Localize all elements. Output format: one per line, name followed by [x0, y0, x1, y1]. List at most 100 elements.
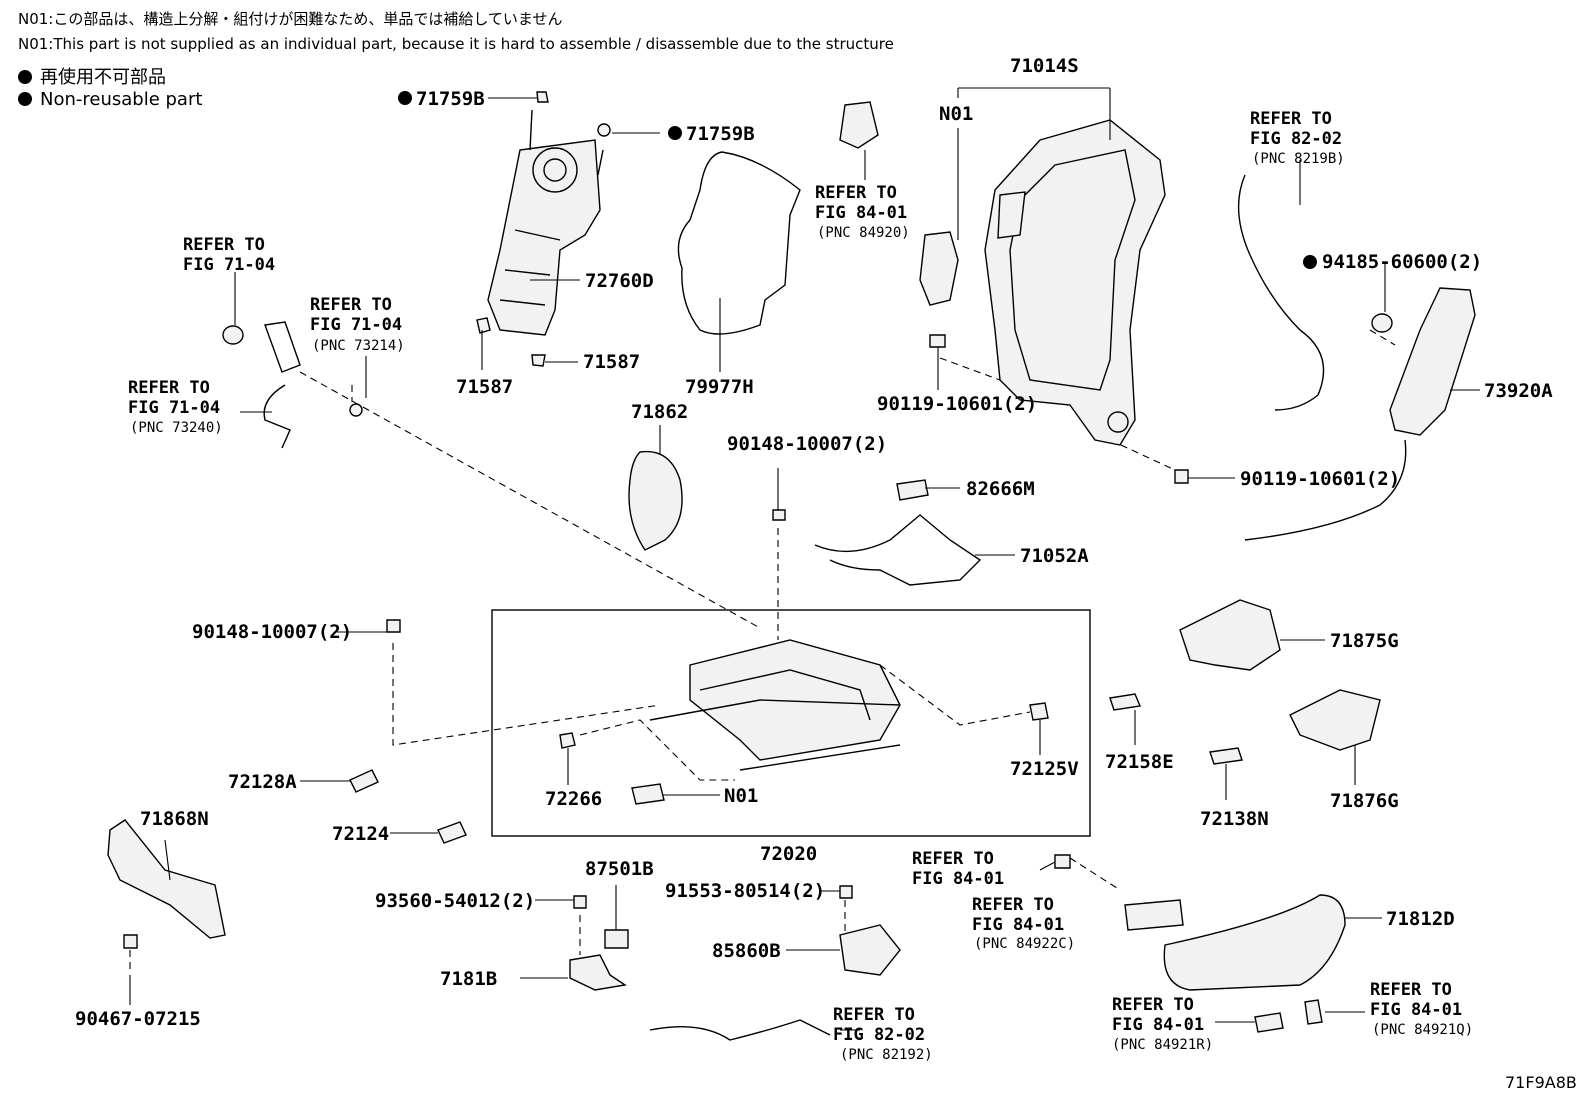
- label-93560-54012: 93560-54012(2): [375, 890, 535, 912]
- clip-71587-drawing: [476, 317, 546, 367]
- label-72138n: 72138N: [1200, 808, 1269, 830]
- nut-94185-drawing: [1371, 313, 1393, 333]
- seat-adjuster-drawing: [649, 639, 901, 771]
- refer-fig-text: FIG 82-02: [1250, 129, 1342, 149]
- label-90467-07215: 90467-07215: [75, 1008, 201, 1030]
- non-reusable-dot-icon: [18, 70, 32, 84]
- refer-fig-text: FIG 82-02: [833, 1025, 925, 1045]
- label-71812d: 71812D: [1386, 908, 1455, 930]
- label-72124: 72124: [332, 823, 389, 845]
- part-72138n-drawing: [1209, 747, 1243, 765]
- leader-lines: [129, 87, 1480, 1031]
- part-72124-drawing: [437, 821, 467, 844]
- label-71875g: 71875G: [1330, 630, 1399, 652]
- label-72158e: 72158E: [1105, 751, 1174, 773]
- refer-to-fig-84-01-pnc-84921r-block: REFER TO FIG 84-01 (PNC 84921R): [1112, 995, 1213, 1053]
- refer-to-text: REFER TO: [183, 235, 265, 255]
- refer-fig-text: FIG 84-01: [815, 203, 907, 223]
- seatback-frame-drawing: [984, 119, 1166, 446]
- back-pad-drawing: [677, 151, 801, 335]
- switch-84920-drawing: [839, 101, 879, 149]
- harness-8219b-drawing: [1237, 174, 1325, 411]
- refer-to-text: REFER TO: [1370, 980, 1452, 1000]
- refer-pnc-text: (PNC 8219B): [1252, 151, 1345, 167]
- clip-82666m-drawing: [896, 479, 929, 501]
- module-85860b-drawing: [839, 924, 901, 976]
- clip-71759b-top-drawing: [536, 91, 549, 103]
- refer-to-text: REFER TO: [1250, 109, 1332, 129]
- harness-82192-drawing: [649, 1019, 831, 1041]
- airbag-73920a-drawing: [1244, 287, 1476, 541]
- refer-to-fig-82-02-pnc-8219b-block: REFER TO FIG 82-02 (PNC 8219B): [1250, 109, 1345, 167]
- motor-n01-drawing: [631, 783, 665, 805]
- refer-fig-text: FIG 84-01: [1112, 1015, 1204, 1035]
- label-90119-10601: 90119-10601(2): [877, 393, 1037, 415]
- label-n01: N01: [939, 103, 973, 125]
- refer-fig-text: FIG 84-01: [1370, 1000, 1462, 1020]
- refer-to-fig-82-02-pnc-82192-block: REFER TO FIG 82-02 (PNC 82192): [833, 1005, 933, 1063]
- part-72266-drawing: [559, 732, 576, 749]
- legend-japanese: 再使用不可部品: [18, 63, 166, 89]
- cover-71862-drawing: [628, 450, 683, 551]
- label-7181b: 7181B: [440, 968, 497, 990]
- bolt-drawings: [123, 334, 1189, 949]
- refer-to-text: REFER TO: [912, 849, 994, 869]
- part-72125v-drawing: [1029, 702, 1049, 721]
- refer-pnc-text: (PNC 84921R): [1112, 1037, 1213, 1053]
- refer-to-fig-84-01-block: REFER TO FIG 84-01: [912, 849, 1004, 889]
- note-n01-japanese: N01:この部品は、構造上分解・組付けが困難なため、単品では補給していません: [18, 10, 563, 28]
- switch-84921q-drawing: [1304, 999, 1323, 1025]
- label-72266: 72266: [545, 788, 602, 810]
- switch-84921r-drawing: [1254, 1012, 1284, 1033]
- refer-to-fig-84-01-pnc-84921q-block: REFER TO FIG 84-01 (PNC 84921Q): [1370, 980, 1473, 1038]
- recliner-motor-drawing: [919, 231, 959, 306]
- non-reusable-dot-icon: [18, 92, 32, 106]
- refer-fig-text: FIG 84-01: [912, 869, 1004, 889]
- recliner-bracket-drawing: [487, 109, 604, 336]
- illustration-code: 71F9A8B: [1505, 1073, 1577, 1092]
- legend-japanese-text: 再使用不可部品: [40, 67, 166, 88]
- shield-71812d-drawing: [1163, 894, 1346, 991]
- label-72125v: 72125V: [1010, 758, 1079, 780]
- refer-to-fig-71-04-pnc-73240-block: REFER TO FIG 71-04 (PNC 73240): [128, 378, 223, 436]
- label-n01: N01: [724, 785, 758, 807]
- part-87501b-drawing: [604, 929, 629, 949]
- refer-pnc-text: (PNC 84921Q): [1372, 1022, 1473, 1038]
- label-94185-60600: 94185-60600(2): [1322, 251, 1482, 273]
- refer-to-text: REFER TO: [1112, 995, 1194, 1015]
- seat-adjuster-group-box: [491, 609, 1091, 837]
- refer-fig-text: FIG 71-04: [183, 255, 275, 275]
- legend-english: Non-reusable part: [18, 89, 202, 110]
- trim-71868n-drawing: [107, 819, 226, 939]
- note-n01-english: N01:This part is not supplied as an indi…: [18, 35, 894, 53]
- label-71052a: 71052A: [1020, 545, 1089, 567]
- refer-to-text: REFER TO: [833, 1005, 915, 1025]
- label-82666m: 82666M: [966, 478, 1035, 500]
- legend-english-text: Non-reusable part: [40, 89, 203, 110]
- label-71876g: 71876G: [1330, 790, 1399, 812]
- label-71587: 71587: [456, 376, 513, 398]
- refer-to-text: REFER TO: [972, 895, 1054, 915]
- part-72128a-drawing: [349, 769, 379, 793]
- switch-84922c-drawing: [1124, 899, 1184, 931]
- label-71014s: 71014S: [1010, 55, 1079, 77]
- cable-73240-drawing: [222, 321, 363, 449]
- refer-fig-text: FIG 71-04: [128, 398, 220, 418]
- refer-to-fig-84-01-pnc-84922c-block: REFER TO FIG 84-01 (PNC 84922C): [972, 895, 1075, 952]
- label-90148-10007: 90148-10007(2): [727, 433, 887, 455]
- refer-to-text: REFER TO: [815, 183, 897, 203]
- refer-fig-text: FIG 71-04: [310, 315, 402, 335]
- label-71759b: 71759B: [686, 123, 755, 145]
- label-71868n: 71868N: [140, 808, 209, 830]
- bracket-71876g-drawing: [1289, 689, 1381, 751]
- label-91553-80514: 91553-80514(2): [665, 880, 825, 902]
- refer-to-fig-71-04-block: REFER TO FIG 71-04: [183, 235, 275, 275]
- refer-pnc-text: (PNC 73240): [130, 420, 223, 436]
- refer-pnc-text: (PNC 84920): [817, 225, 910, 241]
- refer-pnc-text: (PNC 73214): [312, 338, 405, 354]
- refer-to-text: REFER TO: [128, 378, 210, 398]
- bracket-71875g-drawing: [1179, 599, 1281, 671]
- clip-71759b-right-drawing: [597, 123, 611, 137]
- label-72020: 72020: [760, 843, 817, 865]
